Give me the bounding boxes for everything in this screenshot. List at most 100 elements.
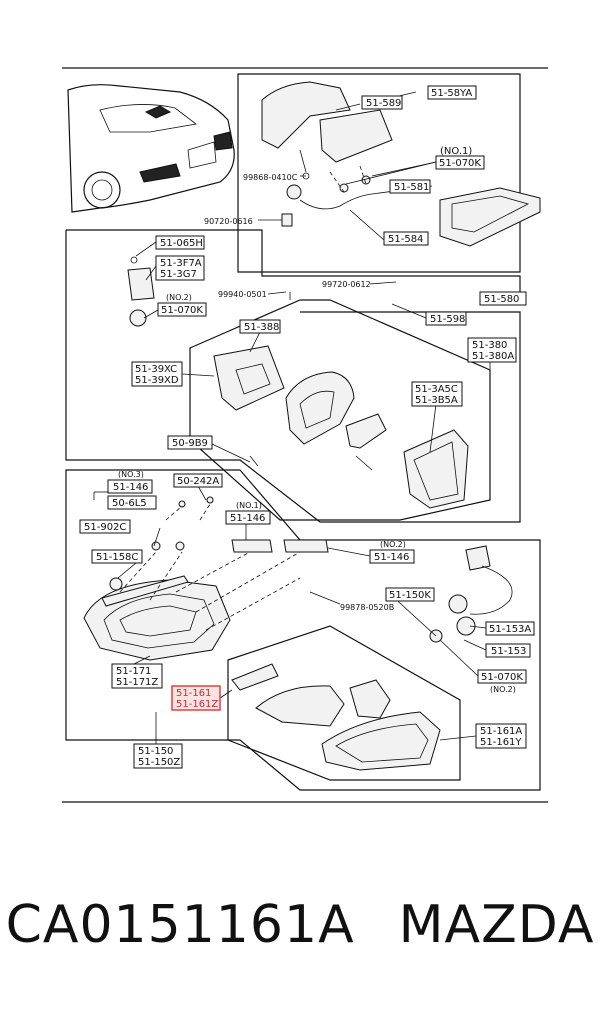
high-mount-lamp-lens — [439, 187, 541, 247]
svg-text:51-3G7: 51-3G7 — [160, 269, 197, 280]
brand-name: MAZDA — [398, 895, 595, 955]
section-high-mount-outline — [237, 73, 521, 273]
assembly-dashed-lines — [119, 165, 367, 631]
svg-text:51-39XC: 51-39XC — [135, 364, 177, 375]
label-no3: (NO.3) — [118, 470, 144, 479]
label-51-584: 51-584 — [383, 231, 429, 246]
label-51-161-161Z-highlighted: 51-161 51-161Z — [171, 685, 221, 711]
lamp-gasket — [213, 345, 285, 411]
label-no1-top: (NO.1) — [440, 146, 472, 157]
label-no2-mid: (NO.2) — [380, 540, 406, 549]
svg-text:51-39XD: 51-39XD — [135, 375, 179, 386]
high-mount-socket-wiring — [281, 175, 373, 227]
svg-text:51-158C: 51-158C — [96, 552, 138, 563]
svg-text:51-3B5A: 51-3B5A — [415, 395, 458, 406]
rear-wiring-harness — [429, 545, 513, 643]
label-50-242A: 50-242A — [173, 473, 223, 488]
bulb-socket-parts — [127, 256, 155, 327]
side-lamp-lens — [403, 429, 469, 509]
label-51-58YA: 51-58YA — [427, 85, 477, 100]
svg-text:51-161Z: 51-161Z — [176, 699, 218, 710]
svg-text:51-581: 51-581 — [394, 182, 429, 193]
label-no2-low: (NO.2) — [490, 685, 516, 694]
high-mount-bracket — [261, 81, 393, 180]
part-footer: CA0151161A MAZDA — [0, 895, 600, 955]
svg-text:51-161: 51-161 — [176, 688, 211, 699]
exploded-parts-diagram: 51-58YA 51-589 (NO.1) 51-070K 99868-0410… — [62, 67, 548, 803]
section-lower-outline — [65, 469, 541, 791]
label-50-6L5: 50-6L5 — [107, 495, 157, 510]
part-number: CA0151161A — [5, 895, 355, 955]
label-51-388: 51-388 — [239, 319, 281, 334]
svg-text:51-065H: 51-065H — [160, 238, 203, 249]
label-51-070K-left: 51-070K — [157, 302, 207, 317]
svg-text:51-150K: 51-150K — [389, 590, 431, 601]
svg-text:51-146: 51-146 — [230, 513, 265, 524]
lamp-housing — [285, 371, 355, 445]
label-51-902C: 51-902C — [79, 519, 131, 534]
section-combination-lamp-outline — [189, 299, 491, 521]
label-99868-0410C: 99868-0410C — [243, 173, 298, 182]
svg-text:51-388: 51-388 — [244, 322, 279, 333]
label-99940-0501: 99940-0501 — [218, 290, 267, 299]
svg-text:51-150: 51-150 — [138, 746, 173, 757]
svg-text:51-070K: 51-070K — [481, 672, 523, 683]
label-90720-0616: 90720-0616 — [204, 217, 253, 226]
label-99720-0612: 99720-0612 — [322, 280, 371, 289]
rear-lens-parts — [231, 663, 441, 771]
svg-text:51-171Z: 51-171Z — [116, 677, 158, 688]
label-50-9B9: 50-9B9 — [167, 435, 213, 450]
label-51-153: 51-153 — [485, 643, 531, 658]
label-51-581: 51-581 — [389, 179, 431, 194]
svg-text:50-9B9: 50-9B9 — [172, 438, 208, 449]
lamp-bracket — [345, 413, 387, 471]
svg-text:51-153: 51-153 — [491, 646, 526, 657]
label-51-580: 51-580 — [479, 291, 527, 306]
label-51-146-b: 51-146 — [225, 510, 271, 525]
svg-text:51-3F7A: 51-3F7A — [160, 258, 202, 269]
label-51-598: 51-598 — [425, 311, 467, 326]
section-upper-outline-b — [65, 230, 521, 523]
svg-text:51-161A: 51-161A — [480, 726, 522, 737]
svg-text:51-902C: 51-902C — [84, 522, 126, 533]
svg-text:51-070K: 51-070K — [161, 305, 203, 316]
label-99878-0520B: 99878-0520B — [340, 603, 394, 612]
label-51-153A: 51-153A — [485, 621, 535, 636]
svg-text:51-161Y: 51-161Y — [480, 737, 522, 748]
svg-text:51-070K: 51-070K — [439, 158, 481, 169]
svg-text:51-580: 51-580 — [484, 294, 519, 305]
svg-text:50-6L5: 50-6L5 — [112, 498, 147, 509]
rear-bulb-sockets — [109, 496, 329, 591]
svg-text:51-150Z: 51-150Z — [138, 757, 180, 768]
svg-text:51-584: 51-584 — [388, 234, 423, 245]
svg-text:51-598: 51-598 — [430, 314, 465, 325]
label-51-146-c: 51-146 — [369, 549, 415, 564]
label-51-589: 51-589 — [361, 95, 403, 110]
svg-text:51-589: 51-589 — [366, 98, 401, 109]
svg-text:51-171: 51-171 — [116, 666, 151, 677]
svg-text:51-3A5C: 51-3A5C — [415, 384, 458, 395]
label-51-070K-low: 51-070K — [477, 669, 527, 684]
svg-text:51-153A: 51-153A — [489, 624, 531, 635]
leader-lines — [93, 91, 491, 744]
section-upper-outline-a — [66, 229, 521, 292]
rear-lamp-housing — [83, 579, 231, 661]
svg-text:51-380: 51-380 — [472, 340, 507, 351]
label-51-150K: 51-150K — [385, 587, 435, 602]
car-sketch — [67, 84, 235, 213]
rear-lamp-gasket-strip — [101, 575, 189, 607]
label-51-158C: 51-158C — [91, 549, 143, 564]
svg-text:50-242A: 50-242A — [177, 476, 219, 487]
label-51-070K-top: 51-070K — [435, 155, 485, 170]
label-no1-mid: (NO.1) — [236, 501, 262, 510]
svg-text:51-380A: 51-380A — [472, 351, 514, 362]
label-51-146-a: 51-146 — [107, 479, 153, 494]
svg-text:51-146: 51-146 — [113, 482, 148, 493]
